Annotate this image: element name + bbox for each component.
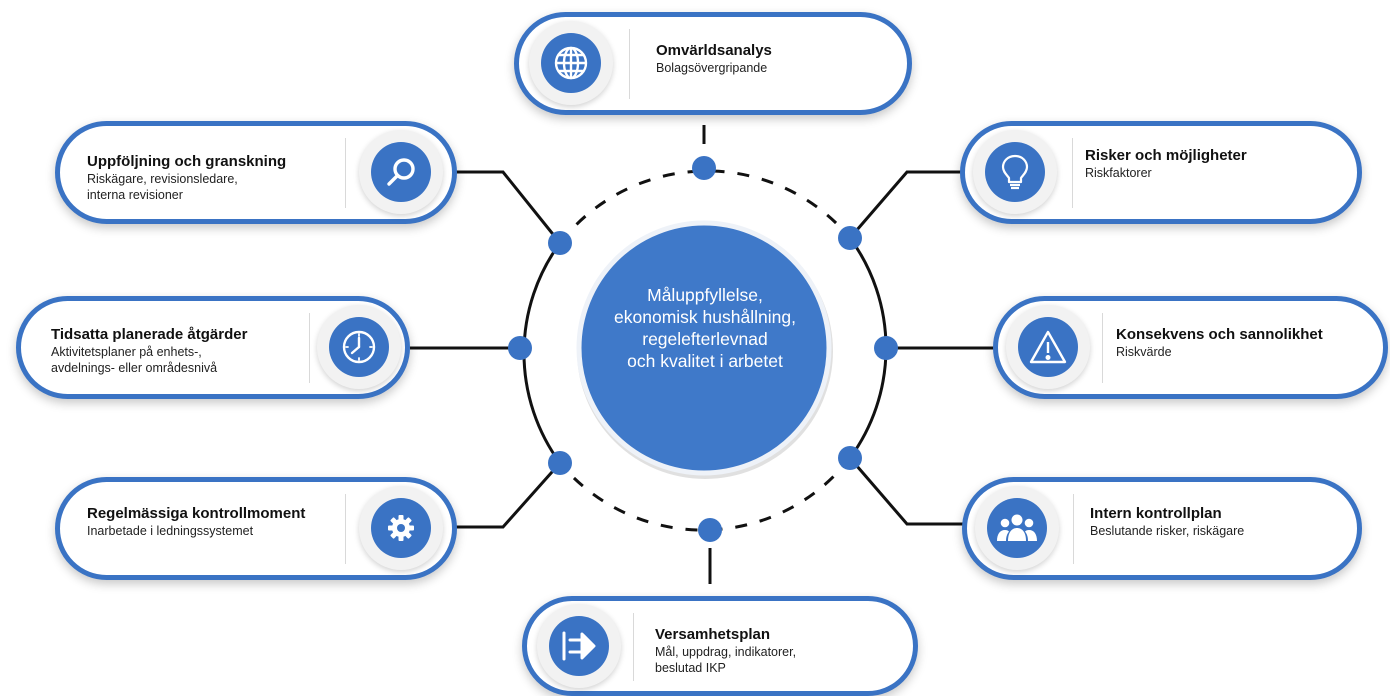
card-subtitle: Riskvärde — [1116, 345, 1172, 359]
card-divider — [345, 494, 346, 564]
node-dot-top-right — [838, 226, 862, 250]
card-risker-och-mojligheter[interactable]: Risker och möjligheter Riskfaktorer — [960, 121, 1362, 224]
center-label: Måluppfyllelse, ekonomisk hushållning, r… — [585, 284, 825, 372]
card-divider — [633, 613, 634, 681]
icon-badge — [359, 130, 443, 214]
ring-arc-bottom — [558, 457, 852, 532]
card-divider — [309, 313, 310, 383]
card-subtitle: beslutad IKP — [655, 661, 726, 675]
card-divider — [629, 29, 630, 99]
ring-arc-top — [558, 169, 852, 244]
card-divider — [1102, 313, 1103, 383]
center-line: Måluppfyllelse, — [647, 285, 763, 305]
card-subtitle: Bolagsövergripande — [656, 61, 768, 75]
card-versamhetsplan[interactable]: Versamhetsplan Mål, uppdrag, indikatorer… — [522, 596, 918, 696]
card-regelmassiga-kontrollmoment[interactable]: Regelmässiga kontrollmoment Inarbetade i… — [55, 477, 457, 580]
group-icon — [987, 498, 1047, 558]
node-dot-top — [692, 156, 716, 180]
card-subtitle: Inarbetade i ledningssystemet — [87, 524, 254, 538]
card-uppfoljning-och-granskning[interactable]: Uppföljning och granskning Riskägare, re… — [55, 121, 457, 224]
connector-risker — [848, 170, 965, 239]
card-omvarldsanalys[interactable]: Omvärldsanalys Bolagsövergripande — [514, 12, 912, 115]
center-line: ekonomisk hushållning, — [614, 307, 796, 327]
card-intern-kontrollplan[interactable]: Intern kontrollplan Beslutande risker, r… — [962, 477, 1362, 580]
card-subtitle: interna revisioner — [87, 188, 183, 202]
node-dot-top-left — [548, 231, 572, 255]
card-title: Regelmässiga kontrollmoment — [87, 505, 306, 522]
node-dot-right — [874, 336, 898, 360]
card-subtitle: Riskägare, revisionsledare, — [87, 172, 238, 186]
card-title: Risker och möjligheter — [1085, 147, 1247, 164]
arrow-flow-icon — [549, 616, 609, 676]
card-subtitle: Riskfaktorer — [1085, 166, 1152, 180]
warning-icon — [1018, 317, 1078, 377]
node-dot-left — [508, 336, 532, 360]
search-icon — [371, 142, 431, 202]
card-title: Uppföljning och granskning — [87, 153, 287, 170]
icon-badge — [317, 305, 401, 389]
lightbulb-icon — [985, 142, 1045, 202]
icon-badge — [529, 21, 613, 105]
clock-icon — [329, 317, 389, 377]
connector-uppfolj — [455, 170, 562, 244]
node-dot-bottom-right — [838, 446, 862, 470]
card-title: Tidsatta planerade åtgärder — [51, 326, 248, 343]
center-circle — [576, 220, 832, 476]
gear-icon — [371, 498, 431, 558]
card-subtitle: avdelnings- eller områdesnivå — [51, 361, 218, 375]
node-dot-bottom-left — [548, 451, 572, 475]
node-dot-bottom — [698, 518, 722, 542]
card-divider — [1072, 138, 1073, 208]
connector-regel — [455, 462, 562, 529]
card-konsekvens-och-sannolikhet[interactable]: Konsekvens och sannolikhet Riskvärde — [993, 296, 1388, 399]
center-line: och kvalitet i arbetet — [627, 351, 783, 371]
card-divider — [1073, 494, 1074, 564]
icon-badge — [975, 486, 1059, 570]
card-title: Omvärldsanalys — [656, 42, 772, 59]
card-subtitle: Aktivitetsplaner på enhets-, — [51, 345, 202, 359]
card-title: Konsekvens och sannolikhet — [1116, 326, 1323, 343]
icon-badge — [537, 604, 621, 688]
icon-badge — [359, 486, 443, 570]
card-subtitle: Beslutande risker, riskägare — [1090, 524, 1245, 538]
card-title: Versamhetsplan — [655, 626, 771, 643]
card-title: Intern kontrollplan — [1090, 505, 1222, 522]
center-line: regelefterlevnad — [642, 329, 768, 349]
icon-badge — [1006, 305, 1090, 389]
card-tidsatta-planerade-atgarder[interactable]: Tidsatta planerade åtgärder Aktivitetspl… — [16, 296, 410, 399]
card-divider — [345, 138, 346, 208]
card-subtitle: Mål, uppdrag, indikatorer, — [655, 645, 797, 659]
icon-badge — [973, 130, 1057, 214]
globe-icon — [541, 33, 601, 93]
connector-intern — [848, 457, 965, 526]
